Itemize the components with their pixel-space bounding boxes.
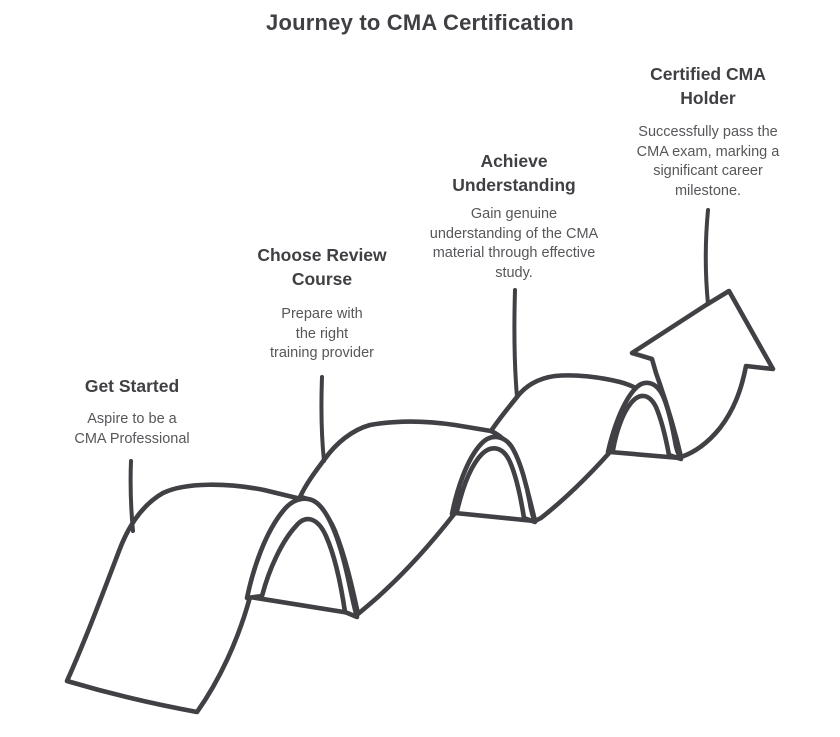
milestone-description: Gain genuine understanding of the CMA ma…: [429, 206, 599, 281]
connector-line-1: [128, 459, 135, 533]
milestone-description: Aspire to be a CMA Professional: [74, 411, 190, 447]
milestone-certified-cma-holder: Certified CMA Holder Successfully pass t…: [608, 62, 808, 201]
connector-line-4: [703, 208, 710, 306]
page-title: Journey to CMA Certification: [266, 10, 574, 35]
ribbon-arrow-group: [64, 288, 776, 715]
milestone-choose-review-course: Choose Review Course Prepare with the ri…: [222, 243, 422, 364]
milestone-title: Certified CMA Holder: [650, 64, 766, 108]
ribbon-fold-1: [244, 496, 360, 620]
connector-line-3: [512, 288, 519, 399]
milestone-get-started: Get Started Aspire to be a CMA Professio…: [32, 374, 232, 449]
ribbon-fold-2: [449, 434, 538, 525]
milestone-description: Prepare with the right training provider: [270, 306, 374, 361]
milestone-description: Successfully pass the CMA exam, marking …: [636, 124, 780, 199]
milestone-title: Choose Review Course: [257, 245, 387, 289]
milestone-title: Achieve Understanding: [452, 151, 576, 195]
milestone-connectors: [128, 208, 710, 533]
ribbon-fold-3: [605, 380, 684, 462]
milestone-title: Get Started: [84, 376, 180, 396]
connector-line-2: [319, 375, 326, 463]
milestone-achieve-understanding: Achieve Understanding Gain genuine under…: [414, 149, 614, 283]
